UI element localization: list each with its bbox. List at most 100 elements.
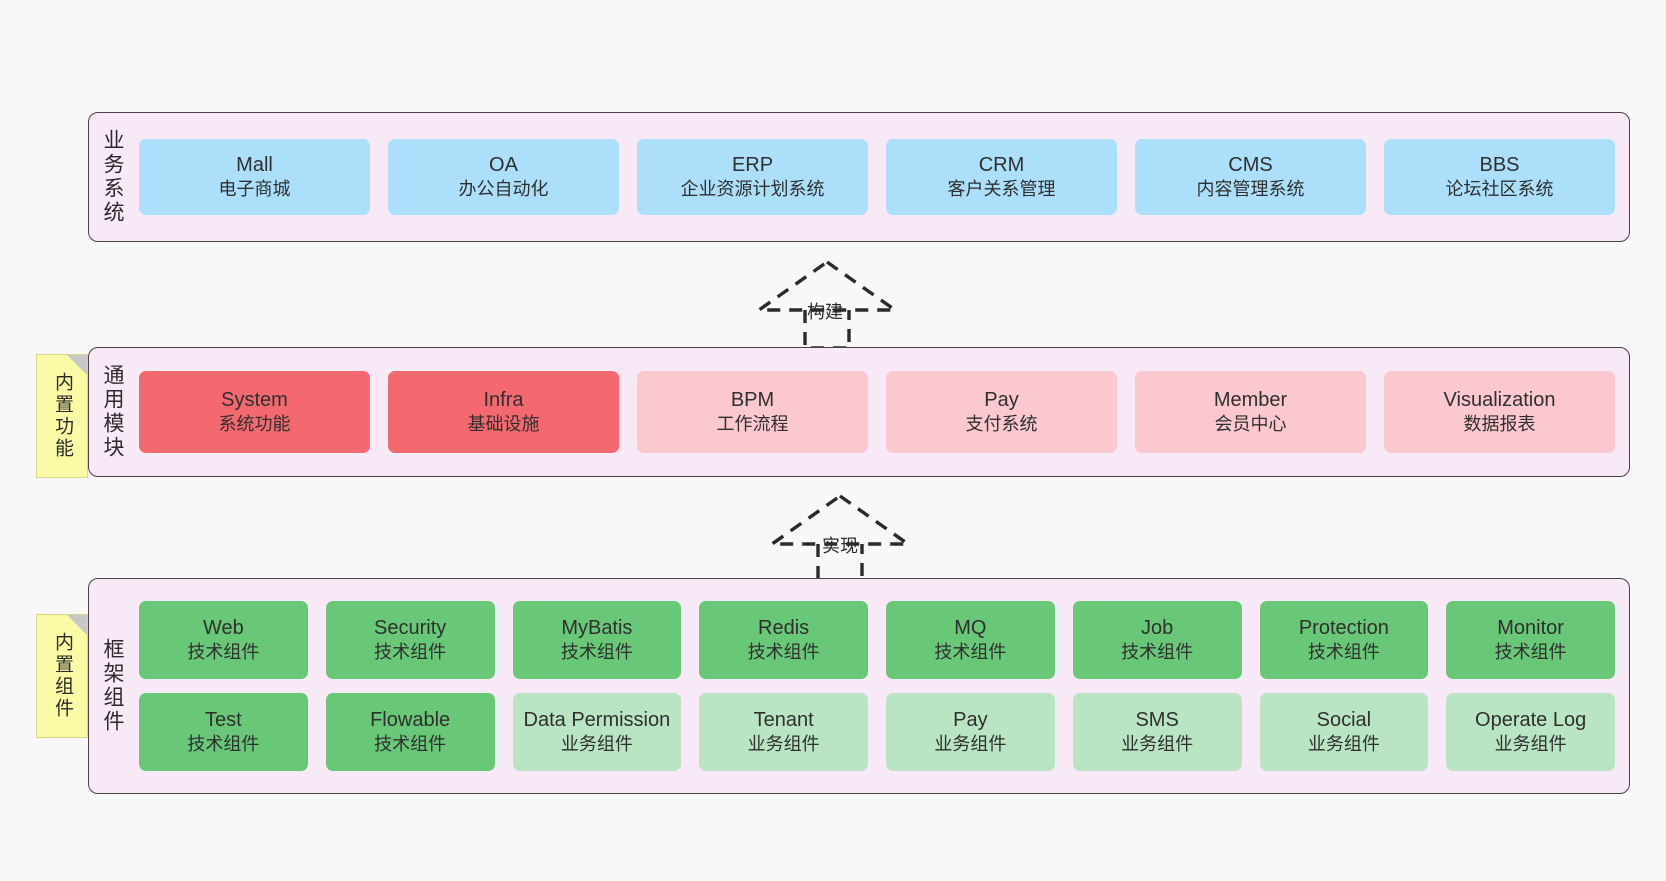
- module-title: Infra: [483, 388, 524, 411]
- module-row: Test 技术组件 Flowable 技术组件 Data Permission …: [139, 693, 1615, 771]
- module-row: Mall 电子商城 OA 办公自动化 ERP 企业资源计划系统 CRM 客户关系…: [139, 139, 1615, 215]
- module-title: Monitor: [1497, 616, 1564, 639]
- module-subtitle: 技术组件: [374, 734, 447, 755]
- module-row: System 系统功能 Infra 基础设施 BPM 工作流程 Pay 支付系统…: [139, 371, 1615, 453]
- module-title: OA: [489, 153, 518, 176]
- module-subtitle: 论坛社区系统: [1445, 179, 1554, 200]
- connector-build: 构建: [735, 258, 915, 368]
- module-box-sms[interactable]: SMS 业务组件: [1072, 693, 1242, 771]
- module-subtitle: 基础设施: [467, 414, 540, 435]
- connector-stem: [816, 544, 864, 584]
- module-subtitle: 电子商城: [218, 179, 291, 200]
- module-title: ERP: [731, 153, 774, 176]
- layer-business-system[interactable]: 业务系统 Mall 电子商城 OA 办公自动化 ERP 企业资源计划系统 CRM…: [88, 112, 1630, 242]
- module-box-mq[interactable]: MQ 技术组件: [886, 601, 1055, 679]
- module-title: Member: [1213, 388, 1288, 411]
- module-title: Test: [205, 708, 242, 731]
- module-box-pay[interactable]: Pay 业务组件: [886, 693, 1055, 771]
- module-subtitle: 办公自动化: [458, 179, 549, 200]
- module-box-data-permission[interactable]: Data Permission 业务组件: [512, 693, 682, 771]
- layer-title-business-system: 业务系统: [101, 129, 125, 225]
- module-box-job[interactable]: Job 技术组件: [1072, 601, 1242, 679]
- module-box-social[interactable]: Social 业务组件: [1259, 693, 1429, 771]
- layer-framework-component[interactable]: 框架组件 Web 技术组件 Security 技术组件 MyBatis 技术组件…: [88, 578, 1630, 794]
- module-title: Protection: [1298, 616, 1389, 639]
- module-box-infra[interactable]: Infra 基础设施: [388, 371, 619, 453]
- layer-body-business-system: Mall 电子商城 OA 办公自动化 ERP 企业资源计划系统 CRM 客户关系…: [135, 113, 1629, 241]
- module-subtitle: 工作流程: [716, 414, 789, 435]
- module-box-redis[interactable]: Redis 技术组件: [699, 601, 868, 679]
- module-box-operate-log[interactable]: Operate Log 业务组件: [1446, 693, 1615, 771]
- module-box-test[interactable]: Test 技术组件: [139, 693, 308, 771]
- module-box-bpm[interactable]: BPM 工作流程: [637, 371, 868, 453]
- module-subtitle: 业务组件: [934, 734, 1007, 755]
- note-label: 内置组件: [51, 632, 73, 720]
- module-title: BBS: [1479, 153, 1520, 176]
- module-box-visualization[interactable]: Visualization 数据报表: [1384, 371, 1615, 453]
- module-title: Operate Log: [1475, 708, 1587, 731]
- module-box-monitor[interactable]: Monitor 技术组件: [1446, 601, 1615, 679]
- module-title: CRM: [978, 153, 1025, 176]
- module-box-bbs[interactable]: BBS 论坛社区系统: [1384, 139, 1615, 215]
- note-builtin-function[interactable]: 内置功能: [36, 354, 88, 478]
- module-box-tenant[interactable]: Tenant 业务组件: [699, 693, 868, 771]
- module-title: Visualization: [1443, 388, 1556, 411]
- module-subtitle: 企业资源计划系统: [680, 179, 825, 200]
- module-subtitle: 技术组件: [1121, 642, 1194, 663]
- module-title: Redis: [758, 616, 810, 639]
- module-subtitle: 业务组件: [1307, 734, 1380, 755]
- layer-common-module[interactable]: 通用模块 System 系统功能 Infra 基础设施 BPM 工作流程 Pay…: [88, 347, 1630, 477]
- layer-title-common-module: 通用模块: [101, 364, 125, 460]
- layer-body-common-module: System 系统功能 Infra 基础设施 BPM 工作流程 Pay 支付系统…: [135, 348, 1629, 476]
- module-subtitle: 技术组件: [747, 642, 820, 663]
- module-subtitle: 技术组件: [187, 734, 260, 755]
- note-fold-corner-icon: [67, 355, 87, 375]
- module-subtitle: 内容管理系统: [1196, 179, 1305, 200]
- module-title: Job: [1141, 616, 1174, 639]
- module-box-web[interactable]: Web 技术组件: [139, 601, 308, 679]
- module-box-flowable[interactable]: Flowable 技术组件: [325, 693, 495, 771]
- note-fold-corner-icon: [67, 615, 87, 635]
- module-box-protection[interactable]: Protection 技术组件: [1259, 601, 1429, 679]
- module-box-crm[interactable]: CRM 客户关系管理: [886, 139, 1117, 215]
- module-title: SMS: [1135, 708, 1179, 731]
- connector-stem: [803, 310, 851, 350]
- module-title: MQ: [954, 616, 987, 639]
- module-box-cms[interactable]: CMS 内容管理系统: [1135, 139, 1366, 215]
- note-label: 内置功能: [51, 372, 73, 460]
- module-box-mall[interactable]: Mall 电子商城: [139, 139, 370, 215]
- module-subtitle: 系统功能: [218, 414, 291, 435]
- layer-title-framework-component: 框架组件: [101, 638, 125, 734]
- module-title: Pay: [953, 708, 988, 731]
- module-box-member[interactable]: Member 会员中心: [1135, 371, 1366, 453]
- module-box-mybatis[interactable]: MyBatis 技术组件: [512, 601, 682, 679]
- module-subtitle: 会员中心: [1214, 414, 1287, 435]
- module-box-pay[interactable]: Pay 支付系统: [886, 371, 1117, 453]
- module-subtitle: 技术组件: [1307, 642, 1380, 663]
- module-subtitle: 客户关系管理: [947, 179, 1056, 200]
- module-subtitle: 支付系统: [965, 414, 1038, 435]
- module-title: Data Permission: [523, 708, 671, 731]
- connector-implement: 实现: [750, 492, 930, 602]
- module-subtitle: 技术组件: [1494, 642, 1567, 663]
- module-subtitle: 技术组件: [187, 642, 260, 663]
- module-title: Web: [202, 616, 244, 639]
- module-box-system[interactable]: System 系统功能: [139, 371, 370, 453]
- module-subtitle: 技术组件: [934, 642, 1007, 663]
- module-title: Mall: [236, 153, 273, 176]
- module-subtitle: 数据报表: [1463, 414, 1536, 435]
- module-title: Security: [374, 616, 447, 639]
- module-title: Flowable: [370, 708, 451, 731]
- module-box-security[interactable]: Security 技术组件: [325, 601, 495, 679]
- module-title: System: [221, 388, 288, 411]
- note-builtin-component[interactable]: 内置组件: [36, 614, 88, 738]
- module-subtitle: 业务组件: [1121, 734, 1194, 755]
- module-title: BPM: [730, 388, 775, 411]
- module-box-erp[interactable]: ERP 企业资源计划系统: [637, 139, 868, 215]
- module-title: Pay: [984, 388, 1019, 411]
- connector-label-implement: 实现: [822, 536, 858, 556]
- connector-label-build: 构建: [807, 302, 843, 322]
- module-subtitle: 业务组件: [560, 734, 633, 755]
- module-box-oa[interactable]: OA 办公自动化: [388, 139, 619, 215]
